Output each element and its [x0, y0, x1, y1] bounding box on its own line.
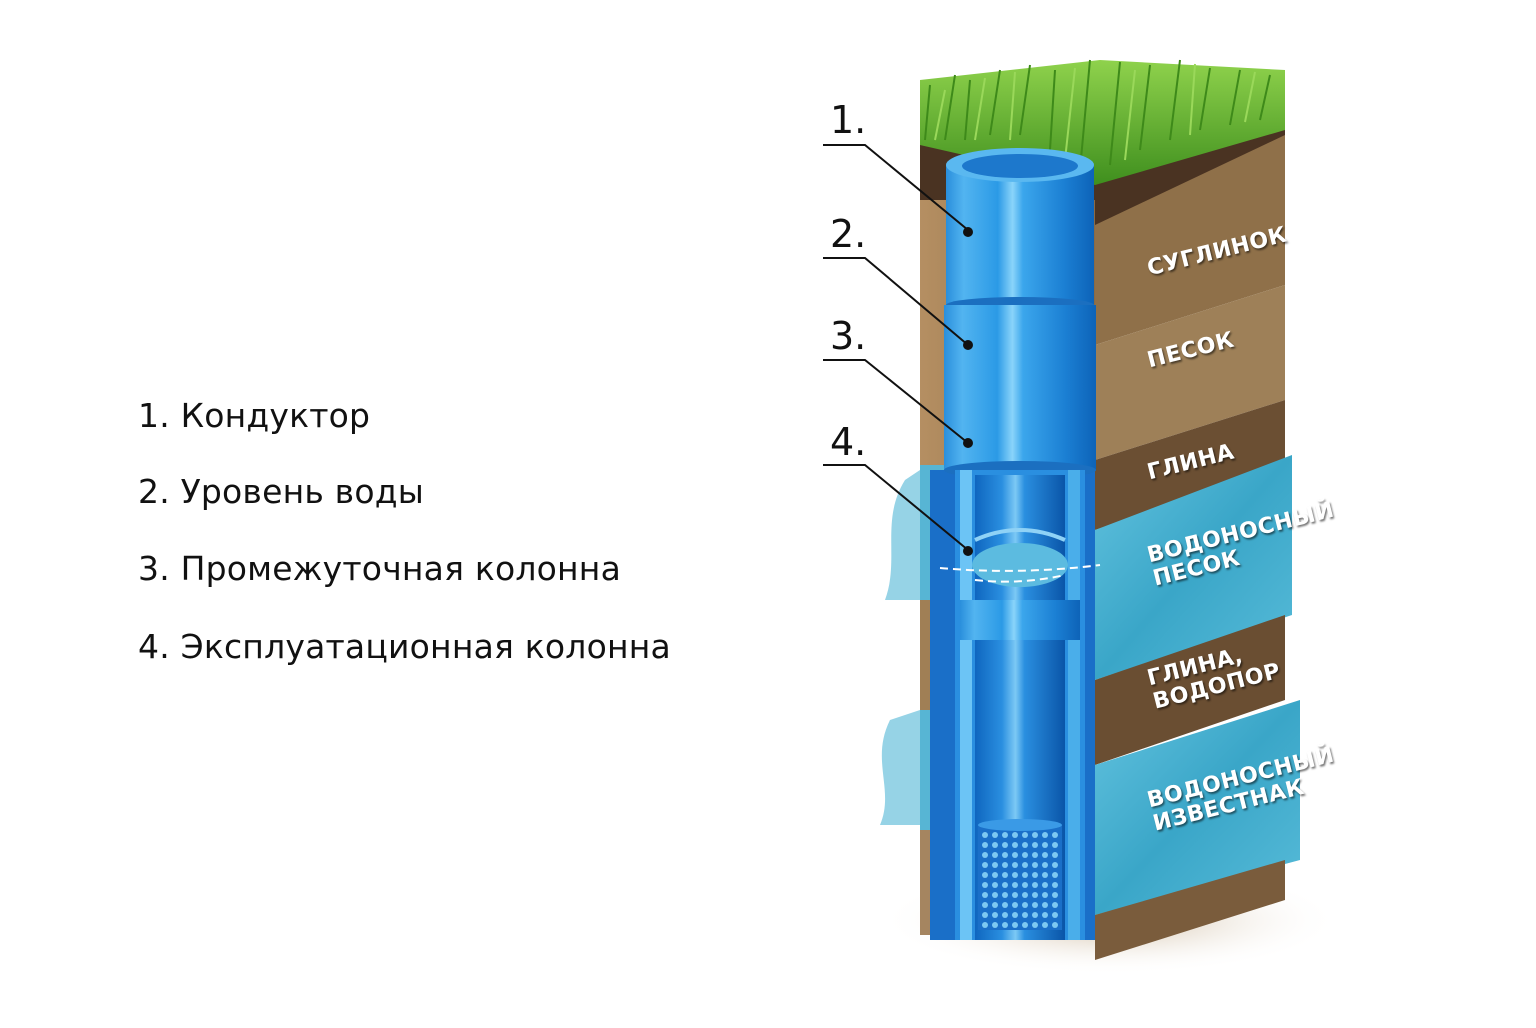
- legend-item-intermediate-column: 3. Промежуточная колонна: [138, 549, 622, 588]
- intermediate-pipe: [944, 305, 1096, 479]
- callout-number-2: 2.: [830, 212, 867, 256]
- callout-dots: [963, 227, 973, 556]
- callout-number-3: 3.: [830, 314, 867, 358]
- legend-item-production-column: 4. Эксплуатационная колонна: [138, 627, 671, 666]
- production-pipe-cutaway: [939, 470, 1101, 940]
- callout-number-4: 4.: [830, 420, 867, 464]
- callout-lines: [823, 144, 969, 551]
- legend-item-conductor: 1. Кондуктор: [138, 396, 371, 435]
- soil-side-face: [1095, 115, 1300, 960]
- callout-number-1: 1.: [830, 98, 867, 142]
- legend-item-water-level: 2. Уровень воды: [138, 472, 424, 511]
